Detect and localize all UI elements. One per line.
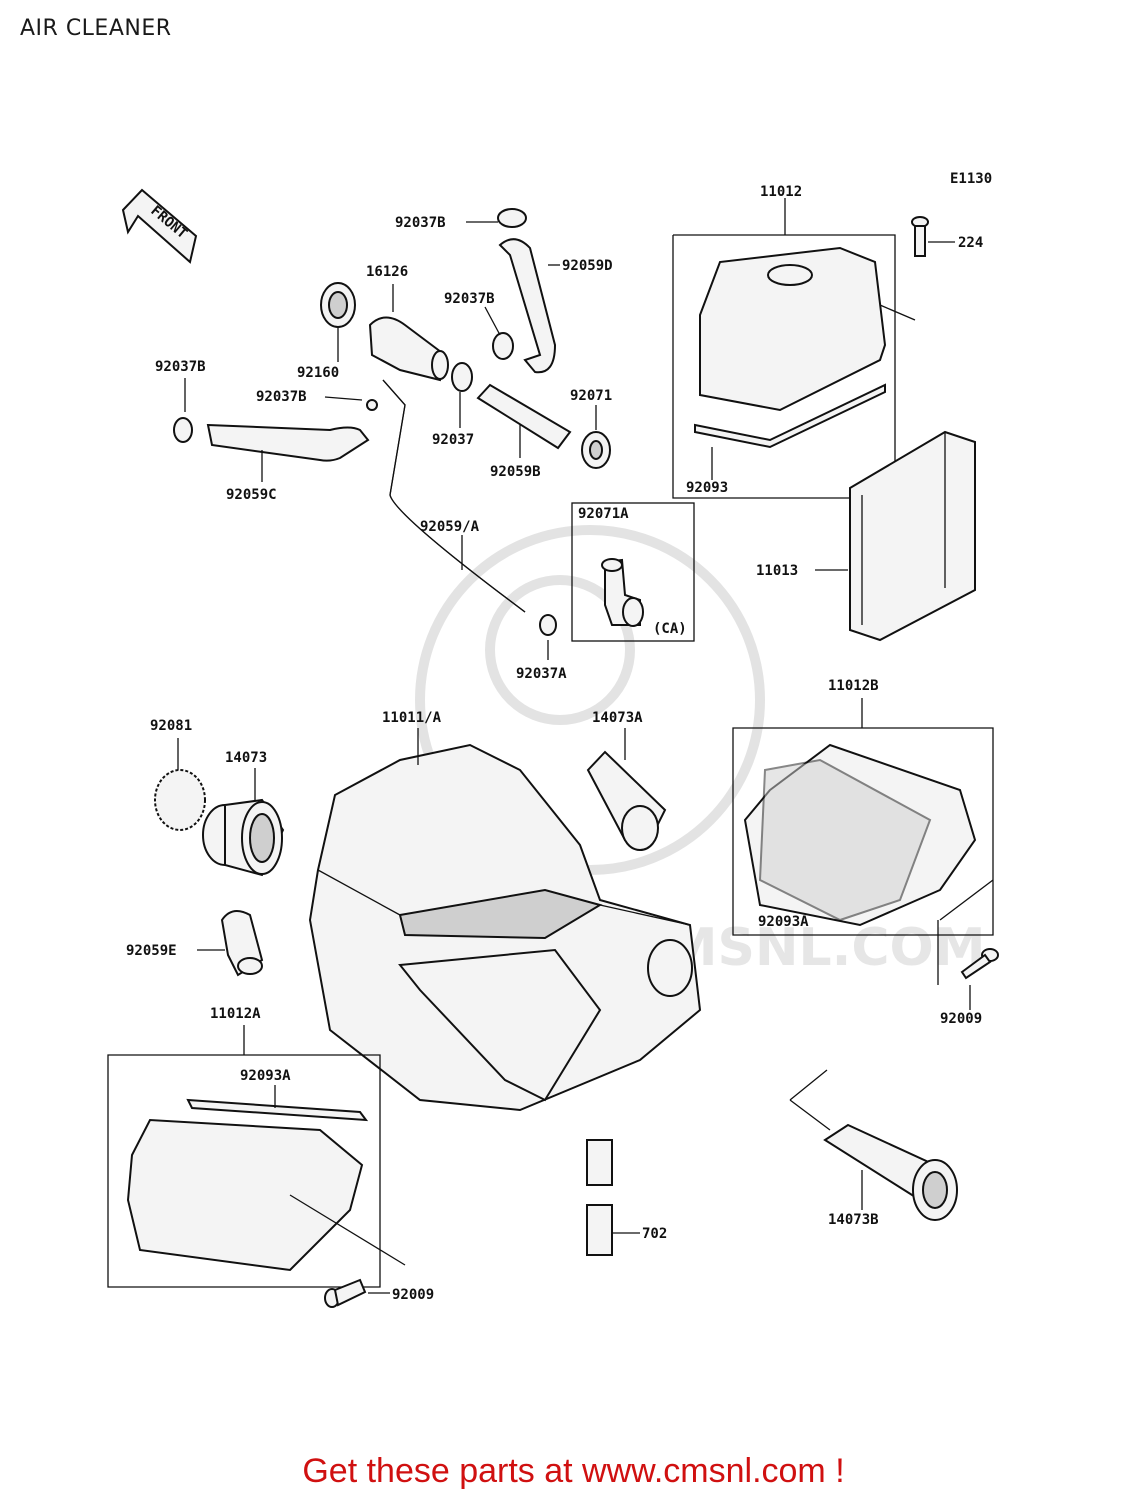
label-92037B-top: 92037B (395, 215, 446, 231)
cover-11012A (107, 1025, 406, 1288)
label-CA: (CA) (653, 621, 687, 637)
grommet-92071 (581, 405, 611, 469)
clamp-92037A (539, 614, 557, 660)
screw-224 (911, 216, 955, 257)
clamp-92037B-small (324, 396, 378, 411)
hose-92059D (498, 238, 557, 374)
label-92093A-left: 92093A (240, 1068, 291, 1084)
hose-92059A (382, 379, 526, 613)
label-11012B: 11012B (828, 678, 879, 694)
label-92071A: 92071A (578, 506, 629, 522)
duct-14073 (202, 768, 285, 877)
label-11011A: 11011/A (382, 710, 442, 726)
hose-92059B (476, 383, 572, 458)
label-92093: 92093 (686, 480, 728, 496)
clamp-92037B-mid (484, 306, 514, 360)
label-92059C: 92059C (226, 487, 277, 503)
cover-11012B (732, 698, 994, 985)
screw-92009-bottom (324, 1278, 390, 1308)
screw-92009-right (960, 948, 999, 1010)
label-702: 702 (642, 1226, 667, 1242)
label-14073A: 14073A (592, 710, 643, 726)
air-cleaner-housing-11011A (308, 728, 702, 1112)
front-arrow-icon: FRONT (121, 188, 198, 264)
label-14073: 14073 (225, 750, 267, 766)
valve-16126 (368, 284, 449, 382)
clamp-92037B-left (173, 378, 193, 443)
gasket-92093 (694, 383, 886, 449)
label-92059D: 92059D (562, 258, 613, 274)
label-92059E: 92059E (126, 943, 177, 959)
footer-link[interactable]: Get these parts at www.cmsnl.com ! (302, 1452, 845, 1490)
clamp-92037 (451, 362, 473, 428)
page-title: AIR CLEANER (20, 16, 172, 41)
clamp-92037B-top (466, 208, 527, 228)
label-16126: 16126 (366, 264, 408, 280)
label-92037B-small: 92037B (256, 389, 307, 405)
label-92059B: 92059B (490, 464, 541, 480)
label-92081: 92081 (150, 718, 192, 734)
hose-92059C (206, 423, 370, 462)
tube-702 (586, 1139, 640, 1256)
label-92037B-left: 92037B (155, 359, 206, 375)
label-92071: 92071 (570, 388, 612, 404)
label-92160: 92160 (297, 365, 339, 381)
label-92009-right: 92009 (940, 1011, 982, 1027)
label-92009-bottom: 92009 (392, 1287, 434, 1303)
label-11012A: 11012A (210, 1006, 261, 1022)
label-11013: 11013 (756, 563, 798, 579)
label-92037: 92037 (432, 432, 474, 448)
seal-92160 (320, 282, 356, 362)
fitting-92071A (571, 502, 695, 642)
funnel-14073B (789, 1069, 958, 1221)
filter-element-11013 (815, 430, 976, 642)
label-92059A: 92059/A (420, 519, 480, 535)
label-14073B: 14073B (828, 1212, 879, 1228)
label-224: 224 (958, 235, 983, 251)
duct-14073A (586, 728, 667, 851)
label-92037B-mid: 92037B (444, 291, 495, 307)
label-11012: 11012 (760, 184, 802, 200)
diagram-code: E1130 (950, 171, 992, 187)
clamp-band-92081 (154, 738, 206, 831)
label-92093A-right: 92093A (758, 914, 809, 930)
label-92037A: 92037A (516, 666, 567, 682)
elbow-92059E (197, 910, 264, 977)
